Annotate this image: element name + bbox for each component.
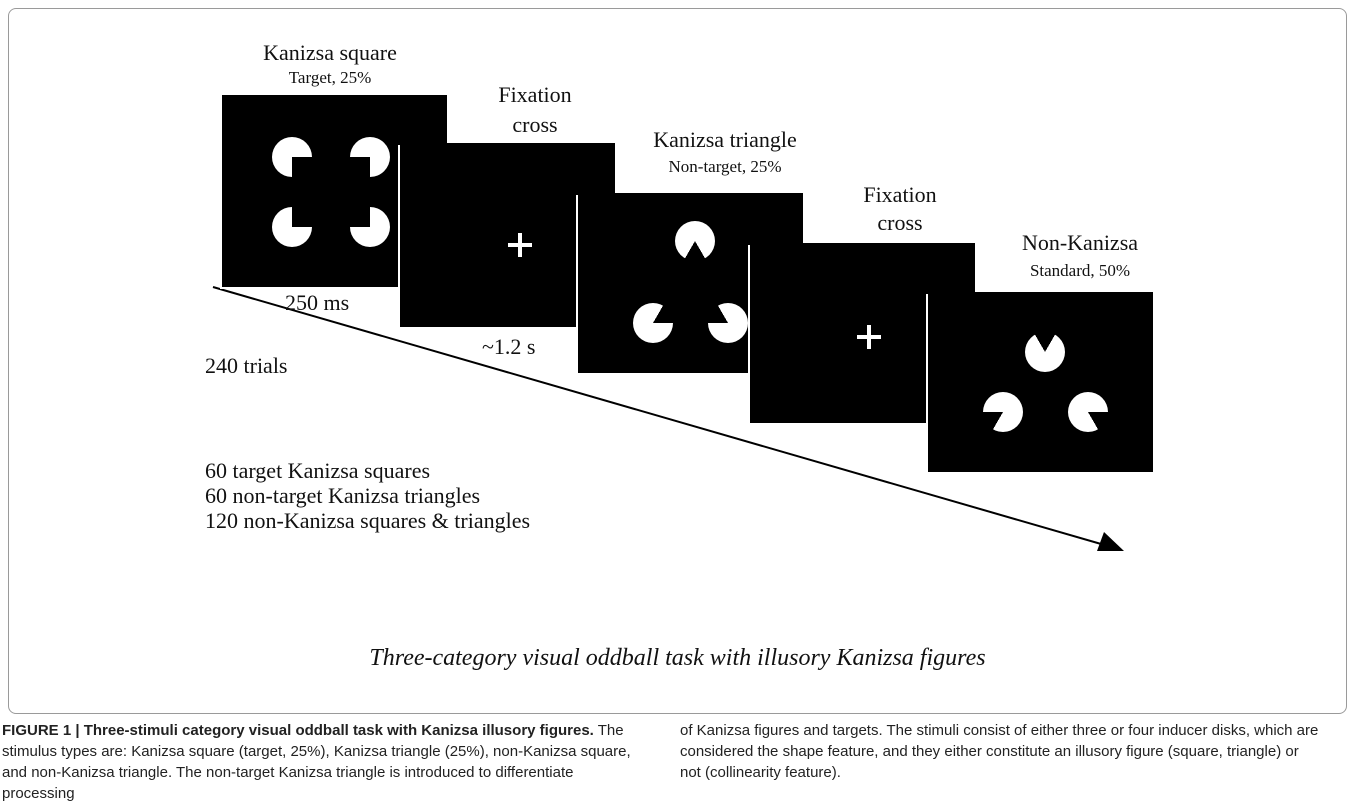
- fixation-label-2b: cross: [877, 210, 923, 235]
- inducer-disk: [675, 221, 715, 261]
- inducer-disk: [708, 303, 748, 343]
- figure-frame: [8, 8, 1347, 714]
- fixation-label-1b: cross: [512, 112, 558, 137]
- fixation-label-1: Fixation: [498, 82, 572, 107]
- inducer-disk: [272, 137, 312, 177]
- caption-heading: FIGURE 1 | Three-stimuli category visual…: [2, 722, 594, 739]
- triangle-label: Kanizsa triangle: [653, 127, 797, 152]
- caption-body-right: of Kanizsa figures and targets. The stim…: [680, 722, 1319, 781]
- inducer-disk: [350, 137, 390, 177]
- inducer-disk: [350, 207, 390, 247]
- inducer-disk: [983, 392, 1023, 432]
- nonkanizsa-sublabel: Standard, 50%: [1029, 261, 1131, 280]
- stimulus-duration-label: 250 ms: [285, 290, 350, 315]
- trial-count-target: 60 target Kanizsa squares: [205, 458, 431, 483]
- total-trials-label: 240 trials: [205, 353, 288, 378]
- inducer-disk: [633, 303, 673, 343]
- fixation-duration-label: ~1.2 s: [482, 334, 536, 359]
- fixation-label-2: Fixation: [863, 182, 937, 207]
- square-sublabel: Target, 25%: [288, 68, 372, 87]
- nonkanizsa-panel: [928, 292, 1153, 472]
- figure-title: Three-category visual oddball task with …: [369, 645, 986, 671]
- caption-right-column: of Kanizsa figures and targets. The stim…: [680, 720, 1320, 783]
- trial-count-nontarget: 60 non-target Kanizsa triangles: [205, 483, 481, 508]
- inducer-disk: [1068, 392, 1108, 432]
- fixation-cross-icon: [508, 233, 532, 257]
- inducer-disk: [1025, 332, 1065, 372]
- square-label: Kanizsa square: [263, 40, 397, 65]
- trial-count-standard: 120 non-Kanizsa squares & triangles: [205, 508, 531, 533]
- fixation-cross-icon: [857, 325, 881, 349]
- inducer-disk: [272, 207, 312, 247]
- caption-left-column: FIGURE 1 | Three-stimuli category visual…: [2, 720, 642, 804]
- triangle-sublabel: Non-target, 25%: [668, 157, 782, 176]
- nonkanizsa-label: Non-Kanizsa: [1021, 230, 1139, 255]
